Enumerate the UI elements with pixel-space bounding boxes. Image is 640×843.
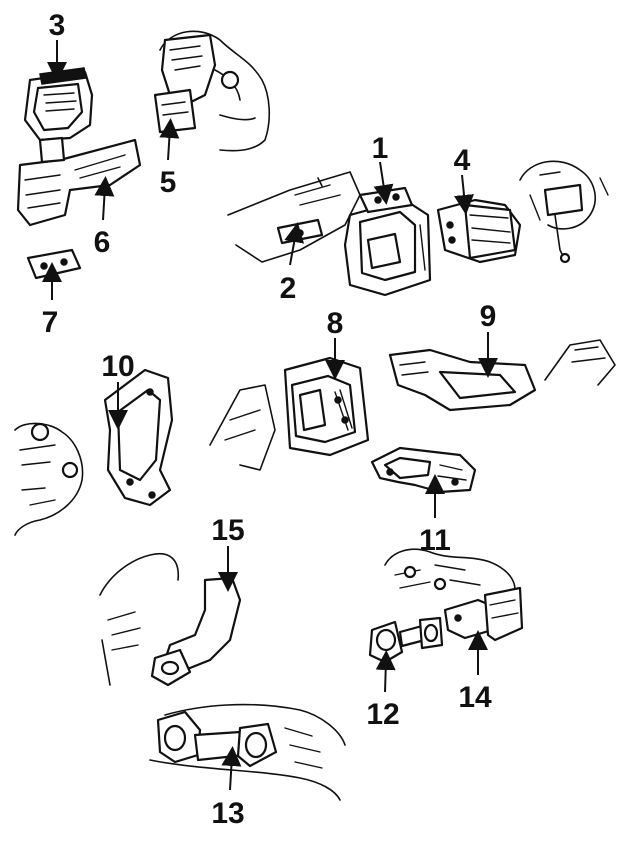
callout-label-7: 7: [42, 306, 59, 339]
part-3-mount-insulator: [23, 67, 94, 142]
part-8-front-mount: [209, 356, 370, 471]
callout-label-13: 13: [211, 797, 244, 830]
callout-6: 6: [94, 176, 115, 259]
callout-1: 1: [372, 132, 394, 205]
callout-label-14: 14: [458, 681, 492, 714]
callout-label-5: 5: [160, 166, 177, 199]
callout-label-10: 10: [101, 350, 134, 383]
callout-15: 15: [211, 514, 245, 592]
callout-10: 10: [101, 350, 135, 430]
callout-5: 5: [159, 118, 180, 199]
callout-label-2: 2: [280, 272, 297, 305]
part-10-mounting-bracket: [103, 368, 174, 507]
part-9-support-bracket: [388, 339, 616, 412]
callout-4: 4: [454, 144, 474, 215]
part-12-torque-strut: [368, 616, 444, 664]
callout-label-4: 4: [454, 144, 471, 177]
callout-label-11: 11: [419, 524, 451, 557]
part-4-transmission-mount: [436, 198, 522, 264]
part-1-engine-mount: [343, 186, 432, 297]
callout-9: 9: [478, 300, 498, 378]
part-7-mount-plate: [26, 248, 82, 280]
callout-3: 3: [47, 9, 67, 82]
callout-2: 2: [280, 222, 305, 305]
part-5-engine-bracket: [153, 30, 271, 152]
part-14-strut-bracket: [443, 586, 524, 642]
callout-label-1: 1: [372, 132, 389, 165]
transmission-section-upper: [519, 160, 609, 264]
part-13-lower-mount: [149, 703, 346, 801]
part-6-side-bracket: [16, 136, 142, 227]
callout-11: 11: [419, 474, 451, 557]
engine-section-left: [14, 422, 84, 536]
callout-label-8: 8: [327, 307, 344, 340]
callout-label-3: 3: [49, 9, 66, 42]
callout-label-12: 12: [366, 698, 399, 731]
transmission-section-lower: [384, 548, 516, 599]
callout-label-15: 15: [211, 514, 244, 547]
callout-label-9: 9: [480, 300, 497, 333]
callout-7: 7: [42, 262, 62, 339]
callout-label-6: 6: [94, 226, 111, 259]
callout-8: 8: [325, 307, 345, 380]
callout-12: 12: [366, 650, 400, 731]
part-11-rear-mount-bracket: [370, 446, 477, 494]
callout-14: 14: [458, 630, 492, 714]
part-15-torque-strut-bracket: [99, 553, 242, 687]
callout-13: 13: [211, 746, 245, 830]
